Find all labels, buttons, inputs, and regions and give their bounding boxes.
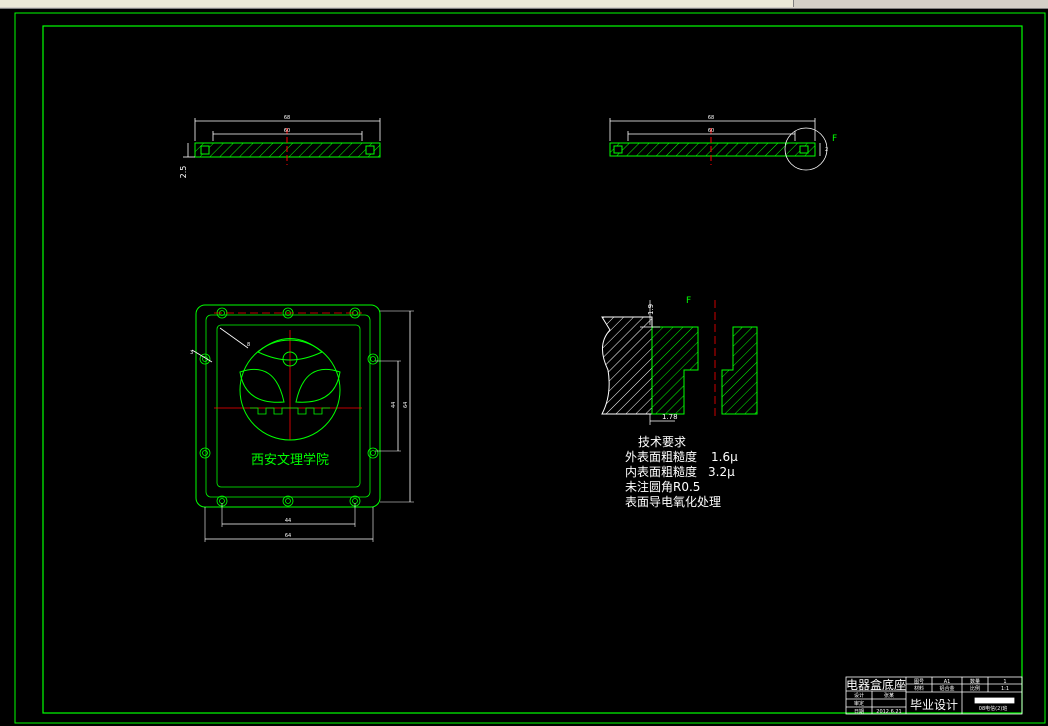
title-drawing-code: 08电信(2)班 — [979, 705, 1007, 712]
detail-title-f: F — [686, 296, 691, 306]
notes-line-2-label: 内表面粗糙度 — [625, 464, 697, 479]
detail-dim-bottom: 1.78 — [662, 413, 678, 421]
title-cell-design: 设计 — [854, 692, 864, 699]
tab[interactable] — [0, 0, 73, 7]
tab[interactable] — [370, 0, 536, 7]
dim-overall-left: 68 — [284, 115, 290, 121]
dim-hole-small: 3 — [190, 350, 193, 356]
dim-overall-right: 68 — [708, 115, 714, 121]
detail-label-f: F — [832, 134, 837, 144]
logo-text: 西安文理学院 — [251, 452, 329, 468]
drawing-sheet: 68 60 2.5 68 60 2 F — [14, 12, 1046, 724]
title-cell-scale-val: 1:1 — [1001, 686, 1009, 692]
plan-view — [191, 304, 414, 542]
dim-inner-left: 60 — [284, 128, 290, 134]
cad-drawing-canvas[interactable]: 68 60 2.5 68 60 2 F — [0, 9, 1048, 726]
title-cell-material: 材料 — [914, 685, 924, 692]
dim-inner-right: 60 — [708, 128, 714, 134]
tab[interactable] — [535, 0, 668, 7]
tab[interactable] — [72, 0, 213, 7]
title-cell-scale: 比例 — [970, 685, 980, 692]
section-view-right — [609, 118, 828, 171]
title-cell-material-val: 铝合金 — [939, 685, 954, 692]
technical-requirements: 技术要求 外表面粗糙度 1.6μ 内表面粗糙度 3.2μ 未注圆角R0.5 表面… — [625, 435, 738, 509]
tab[interactable] — [667, 0, 794, 7]
notes-line-3: 未注圆角R0.5 — [625, 479, 700, 494]
dim-side-right: 2 — [825, 147, 828, 153]
dim-hole-dia: 8 — [247, 342, 250, 348]
notes-line-1-value: 1.6μ — [711, 450, 738, 464]
dim-bottom-outer: 64 — [285, 533, 291, 539]
document-tab-strip — [0, 0, 1048, 9]
dim-bottom-inner: 44 — [285, 518, 291, 524]
title-block — [845, 676, 1023, 715]
detail-view-f — [601, 300, 758, 425]
title-project: 毕业设计 — [910, 698, 958, 712]
detail-dim-top: 1.9 — [647, 304, 655, 315]
tab[interactable] — [212, 0, 371, 7]
dim-right-inner: 44 — [391, 402, 397, 408]
notes-title: 技术要求 — [638, 435, 686, 449]
title-cell-check: 审定 — [854, 700, 864, 707]
notes-line-2-value: 3.2μ — [708, 465, 735, 479]
outer-border — [14, 12, 1046, 724]
title-cell-date: 日期 — [854, 709, 864, 715]
detail-circle — [784, 127, 828, 171]
title-cell-drawing-no-val: A1 — [944, 679, 951, 685]
title-cell-drawing-no: 图号 — [914, 679, 924, 685]
title-cell-qty-val: 1 — [1003, 679, 1006, 685]
title-cell-design-val: 张某 — [884, 692, 894, 699]
notes-line-1-label: 外表面粗糙度 — [625, 449, 697, 464]
title-part-name: 电器盒底座 — [846, 677, 906, 692]
dim-thickness-left: 2.5 — [179, 166, 188, 179]
title-cell-date-val: 2012.6.21 — [876, 709, 901, 715]
inner-border — [42, 25, 1023, 714]
dim-right-outer: 64 — [403, 402, 409, 408]
section-view-left — [183, 118, 381, 165]
notes-line-4: 表面导电氧化处理 — [625, 495, 721, 509]
title-cell-qty: 数量 — [970, 678, 980, 685]
